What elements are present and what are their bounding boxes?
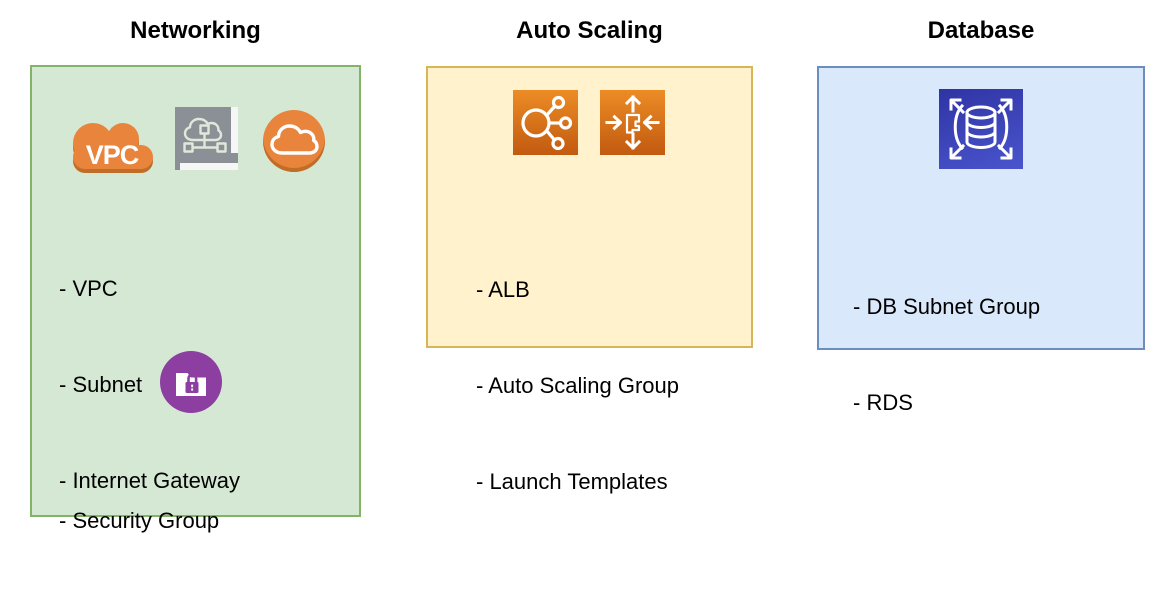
security-group-icon <box>160 351 222 413</box>
list-item: - VPC <box>59 276 118 301</box>
section-title-autoscaling: Auto Scaling <box>516 17 663 44</box>
list-item: - ALB <box>476 277 530 302</box>
rds-icon <box>939 89 1023 169</box>
list-item: - Subnet <box>59 372 143 397</box>
database-box: - DB Subnet Group - RDS <box>817 66 1145 415</box>
autoscaling-list: - ALB - Auto Scaling Group - Launch Temp… <box>476 210 679 562</box>
subnet-icon <box>175 107 238 170</box>
autoscaling-box: - ALB - Auto Scaling Group - Launch Temp… <box>426 66 753 494</box>
vpc-cloud-icon: VPC <box>65 113 161 179</box>
section-title-database: Database <box>927 17 1035 44</box>
list-item: - Launch Templates <box>476 469 668 494</box>
list-item: - DB Subnet Group <box>853 294 1041 319</box>
networking-box: VPC - VPC - Subnet - Internet Gateway <box>30 65 361 533</box>
list-item: - Security Group <box>59 508 220 533</box>
list-item: - Auto Scaling Group <box>476 373 680 398</box>
networking-list: - VPC - Subnet - Internet Gateway <box>59 209 240 561</box>
section-title-networking: Networking <box>130 17 261 44</box>
vpc-cloud-label: VPC <box>86 140 139 170</box>
list-item: - RDS <box>853 390 913 415</box>
list-item: - Internet Gateway <box>59 468 240 493</box>
database-list: - DB Subnet Group - RDS <box>853 227 1040 483</box>
internet-gateway-icon <box>263 110 325 172</box>
load-balancer-icon <box>513 90 578 155</box>
networking-list-secondary: - Security Group <box>59 441 219 601</box>
auto-scaling-icon <box>600 90 665 155</box>
aws-architecture-diagram: { "diagram": { "sections": [ { "title": … <box>30 17 1145 533</box>
